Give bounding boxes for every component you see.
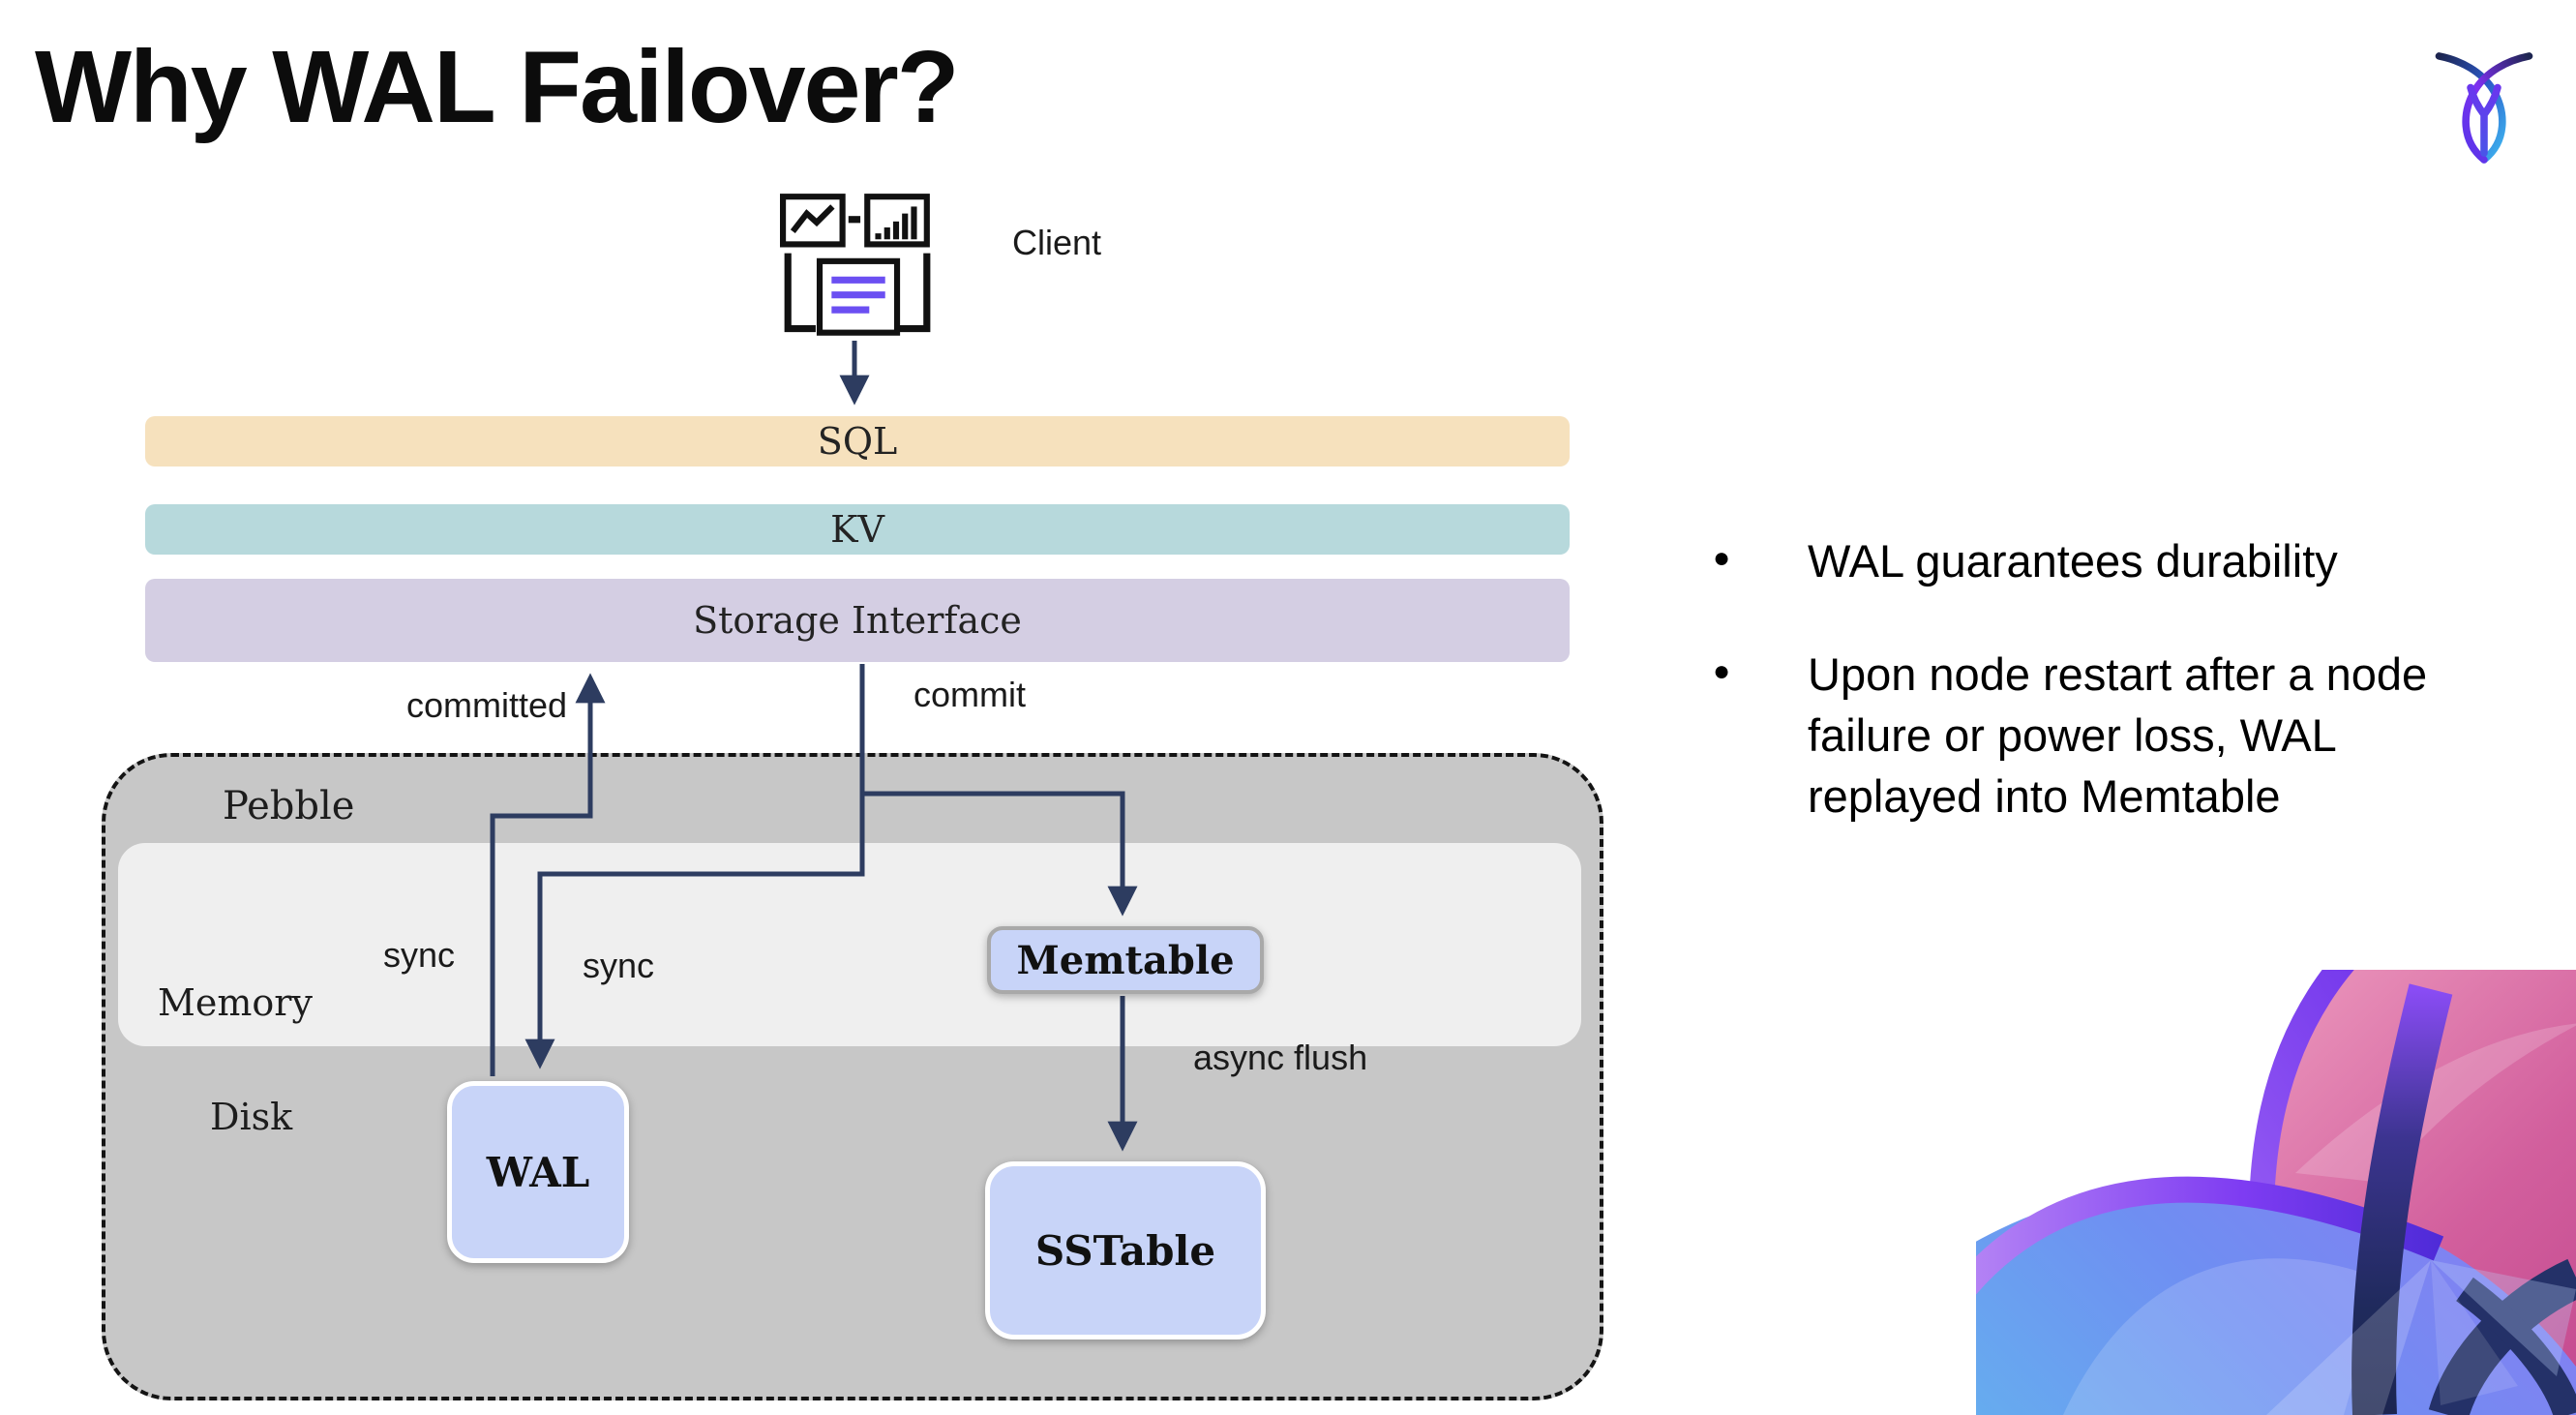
layer-bar-kv: KV	[145, 504, 1570, 555]
client-workstation-icon	[780, 194, 931, 336]
bullet-list: ● WAL guarantees durability ● Upon node …	[1713, 530, 2487, 879]
bullet-text: WAL guarantees durability	[1808, 535, 2338, 587]
edge-label-committed: committed	[406, 685, 568, 725]
node-memtable: Memtable	[987, 926, 1264, 994]
layer-bar-sql: SQL	[145, 416, 1570, 467]
edge-label-async-flush: async flush	[1193, 1038, 1368, 1077]
brand-corner-art	[1976, 970, 2576, 1415]
page-title: Why WAL Failover?	[35, 30, 959, 144]
text-lines-glyph	[831, 276, 885, 314]
edge-label-sync-left: sync	[383, 935, 456, 975]
brand-spheres	[1976, 970, 2576, 1415]
node-sstable-label: SSTable	[1034, 1226, 1216, 1275]
bar-chart-glyph	[875, 206, 917, 240]
layer-bar-sql-label: SQL	[817, 420, 898, 463]
blue-rim-arc	[1976, 1176, 2444, 1295]
list-item: ● Upon node restart after a node failure…	[1713, 644, 2487, 827]
cockroach-mark	[2435, 52, 2533, 164]
bullet-icon: ●	[1713, 655, 1731, 687]
disk-label: Disk	[210, 1096, 293, 1138]
node-sstable: SSTable	[985, 1161, 1266, 1340]
layer-bar-storage-interface: Storage Interface	[145, 579, 1570, 662]
leaf-outline-right	[2456, 1277, 2576, 1415]
cockroach-logo	[2435, 52, 2533, 164]
bullet-text: Upon node restart after a node failure o…	[1808, 648, 2428, 822]
bullet-icon: ●	[1713, 542, 1731, 574]
console-bracket-icon	[784, 253, 931, 333]
line-chart-screen-icon	[780, 194, 846, 248]
bar-chart-screen-icon	[864, 194, 930, 248]
node-wal: WAL	[447, 1081, 629, 1263]
memory-label: Memory	[158, 981, 313, 1024]
layer-bar-storage-label: Storage Interface	[693, 599, 1022, 642]
pebble-label: Pebble	[223, 784, 355, 828]
edge-label-sync-right: sync	[583, 946, 655, 985]
node-memtable-label: Memtable	[1016, 937, 1235, 983]
layer-bar-kv-label: KV	[830, 508, 884, 551]
navy-curve	[2351, 983, 2453, 1415]
memory-region	[118, 843, 1581, 1046]
pink-rim-arc	[2250, 970, 2354, 1186]
edge-label-commit: commit	[914, 675, 1026, 714]
node-wal-label: WAL	[486, 1148, 590, 1196]
list-item: ● WAL guarantees durability	[1713, 530, 2487, 591]
line-chart-glyph	[790, 204, 835, 233]
client-label: Client	[1012, 223, 1102, 262]
